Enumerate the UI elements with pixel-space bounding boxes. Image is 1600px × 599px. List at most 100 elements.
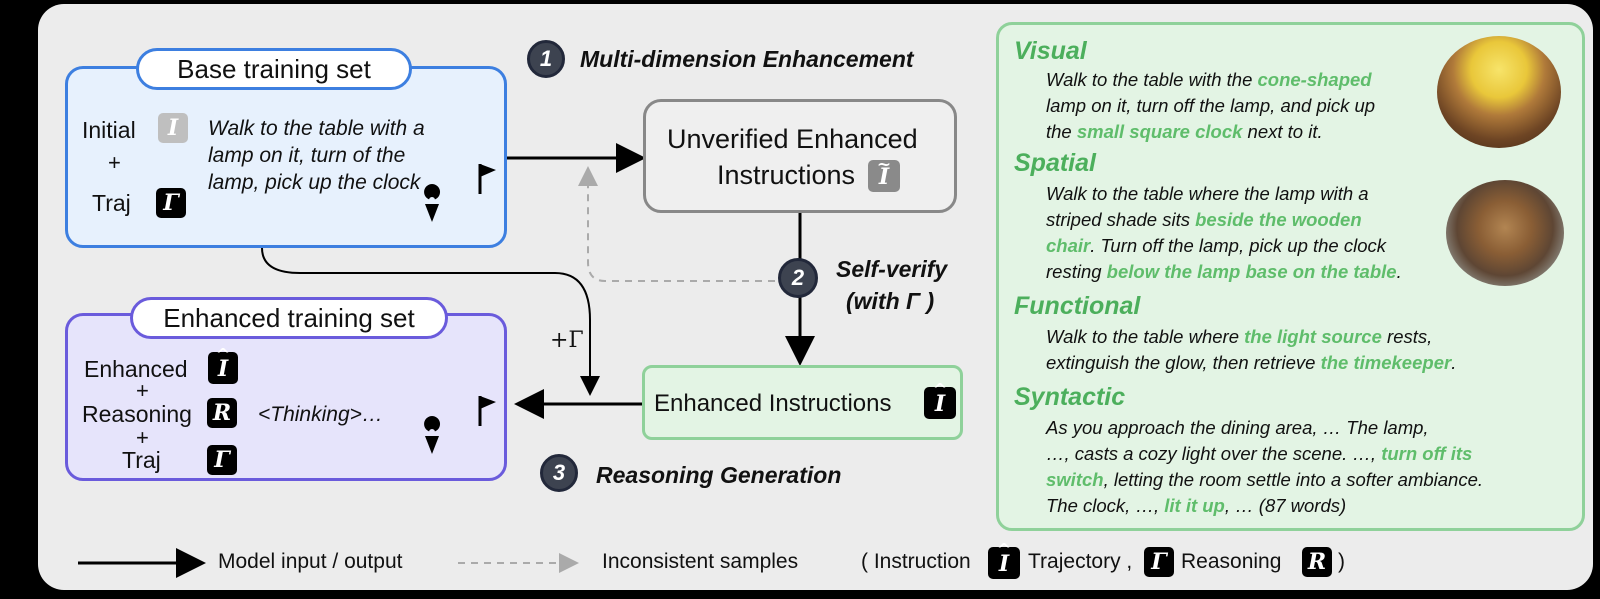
enhanced-label: Enhanced: [84, 356, 188, 382]
map-pin-flag-icon-enhanced: [424, 396, 496, 454]
plain-text: .: [1451, 352, 1457, 373]
legend-instruction-label: ( Instruction: [861, 550, 971, 573]
syntactic-line: As you approach the dining area, … The l…: [1046, 415, 1483, 441]
arrow-base-curve-gamma: [261, 247, 600, 396]
base-instruction-line-3: lamp, pick up the clock: [208, 171, 421, 194]
highlighted-phrase: chair: [1046, 235, 1091, 256]
enh-traj-label: Traj: [122, 447, 161, 473]
enhanced-instructions-label: Enhanced Instructions: [654, 390, 892, 417]
visual-line: lamp on it, turn off the lamp, and pick …: [1046, 93, 1375, 119]
plain-text: extinguish the glow, then retrieve: [1046, 352, 1321, 373]
legend-instruction-icon: I^: [988, 540, 1020, 579]
map-pin-flag-icon: [424, 164, 496, 222]
step-3-badge: 3: [540, 454, 578, 492]
spatial-line: striped shade sits beside the wooden: [1046, 207, 1402, 233]
step-1-label: Multi-dimension Enhancement: [580, 46, 914, 72]
functional-line: extinguish the glow, then retrieve the t…: [1046, 350, 1456, 376]
highlighted-phrase: switch: [1046, 469, 1104, 490]
plain-text: Walk to the table where the lamp with a: [1046, 183, 1369, 204]
step-3-label: Reasoning Generation: [596, 462, 842, 488]
enhanced-training-set-title: Enhanced training set: [130, 297, 448, 339]
instruction-hat-symbol-enhanced-set: I^: [208, 345, 238, 384]
instruction-tilde-symbol: I~: [868, 155, 900, 192]
highlighted-phrase: cone-shaped: [1257, 69, 1372, 90]
plain-text: Walk to the table with the: [1046, 69, 1258, 90]
step-2-label-line-1: Self-verify: [836, 256, 948, 282]
plain-text: next to it.: [1242, 121, 1323, 142]
initial-label: Initial: [82, 117, 136, 143]
instruction-symbol-initial: I: [158, 113, 188, 143]
reasoning-symbol-enhanced-set: R: [207, 398, 237, 428]
unverified-instructions-box: [643, 99, 957, 213]
plus-gamma-label: +Γ: [550, 328, 584, 353]
base-plus-sign: +: [108, 150, 121, 175]
base-instruction-line-2: lamp on it, turn of the: [208, 144, 406, 167]
plain-text: rests,: [1381, 326, 1433, 347]
enh-plus-sign-2: +: [136, 425, 149, 450]
syntactic-line: …, casts a cozy light over the scene. …,…: [1046, 441, 1483, 467]
legend-trajectory-label: Trajectory ,: [1028, 550, 1133, 573]
highlighted-phrase: below the lamp base on the table: [1106, 261, 1397, 282]
plain-text: The clock, …,: [1046, 495, 1165, 516]
unverified-line-1: Unverified Enhanced: [667, 124, 918, 154]
legend-reasoning-icon: R: [1302, 547, 1332, 577]
functional-description: Walk to the table where the light source…: [1046, 324, 1456, 376]
syntactic-line: The clock, …, lit it up, … (87 words): [1046, 493, 1483, 519]
plain-text: , … (87 words): [1224, 495, 1347, 516]
highlighted-phrase: the timekeeper: [1320, 352, 1452, 373]
arrow-inconsistent-dashed: [578, 166, 775, 282]
syntactic-description: As you approach the dining area, … The l…: [1046, 415, 1483, 519]
legend-dashed-label: Inconsistent samples: [602, 550, 799, 573]
visual-title: Visual: [1014, 37, 1087, 65]
lamp-scene-image: [1437, 36, 1561, 148]
legend-trajectory-icon: Γ: [1144, 547, 1174, 577]
step-2-label-line-2: (with Γ ): [846, 288, 935, 314]
functional-line: Walk to the table where the light source…: [1046, 324, 1456, 350]
visual-line: Walk to the table with the cone-shaped: [1046, 67, 1375, 93]
thinking-text: <Thinking>…: [258, 403, 383, 426]
syntactic-title: Syntactic: [1014, 383, 1126, 411]
enh-plus-sign-1: +: [136, 378, 149, 403]
enhanced-instructions-box: [642, 365, 963, 440]
spatial-title: Spatial: [1014, 149, 1096, 177]
unverified-line-2: Instructions: [717, 160, 856, 190]
base-instruction-line-1: Walk to the table with a: [208, 117, 425, 140]
highlighted-phrase: lit it up: [1164, 495, 1225, 516]
plain-text: .: [1396, 261, 1402, 282]
reasoning-label: Reasoning: [82, 401, 192, 427]
plain-text: …, casts a cozy light over the scene. …,: [1046, 443, 1382, 464]
legend-solid-label: Model input / output: [218, 550, 403, 573]
plain-text: , letting the room settle into a softer …: [1103, 469, 1484, 490]
step-2-badge: 2: [778, 258, 818, 298]
legend-close-paren: ): [1338, 550, 1345, 573]
traj-label: Traj: [92, 190, 131, 216]
legend-reasoning-label: Reasoning: [1181, 550, 1282, 573]
spatial-description: Walk to the table where the lamp with a s…: [1046, 181, 1402, 285]
instruction-hat-symbol: I^: [924, 380, 956, 419]
syntactic-line: switch, letting the room settle into a s…: [1046, 467, 1483, 493]
highlighted-phrase: beside the wooden: [1195, 209, 1362, 230]
plain-text: lamp on it, turn off the lamp, and pick …: [1046, 95, 1376, 116]
plain-text: striped shade sits: [1046, 209, 1196, 230]
enhanced-training-set-box: [65, 313, 507, 481]
highlighted-phrase: the light source: [1244, 326, 1382, 347]
plain-text: As you approach the dining area, … The l…: [1046, 417, 1429, 438]
visual-line: the small square clock next to it.: [1046, 119, 1375, 145]
spatial-line: resting below the lamp base on the table…: [1046, 259, 1402, 285]
plain-text: the: [1046, 121, 1077, 142]
plain-text: . Turn off the lamp, pick up the clock: [1090, 235, 1387, 256]
step-1-badge: 1: [527, 40, 565, 78]
spatial-line: chair. Turn off the lamp, pick up the cl…: [1046, 233, 1402, 259]
plain-text: Walk to the table where: [1046, 326, 1245, 347]
highlighted-phrase: turn off its: [1381, 443, 1473, 464]
trajectory-symbol-enhanced-set: Γ: [207, 445, 237, 475]
highlighted-phrase: small square clock: [1076, 121, 1243, 142]
base-training-set-title: Base training set: [136, 48, 412, 90]
trajectory-symbol-base: Γ: [156, 188, 186, 218]
functional-title: Functional: [1014, 292, 1141, 320]
chair-scene-image: [1446, 180, 1564, 286]
plain-text: resting: [1046, 261, 1107, 282]
spatial-line: Walk to the table where the lamp with a: [1046, 181, 1402, 207]
